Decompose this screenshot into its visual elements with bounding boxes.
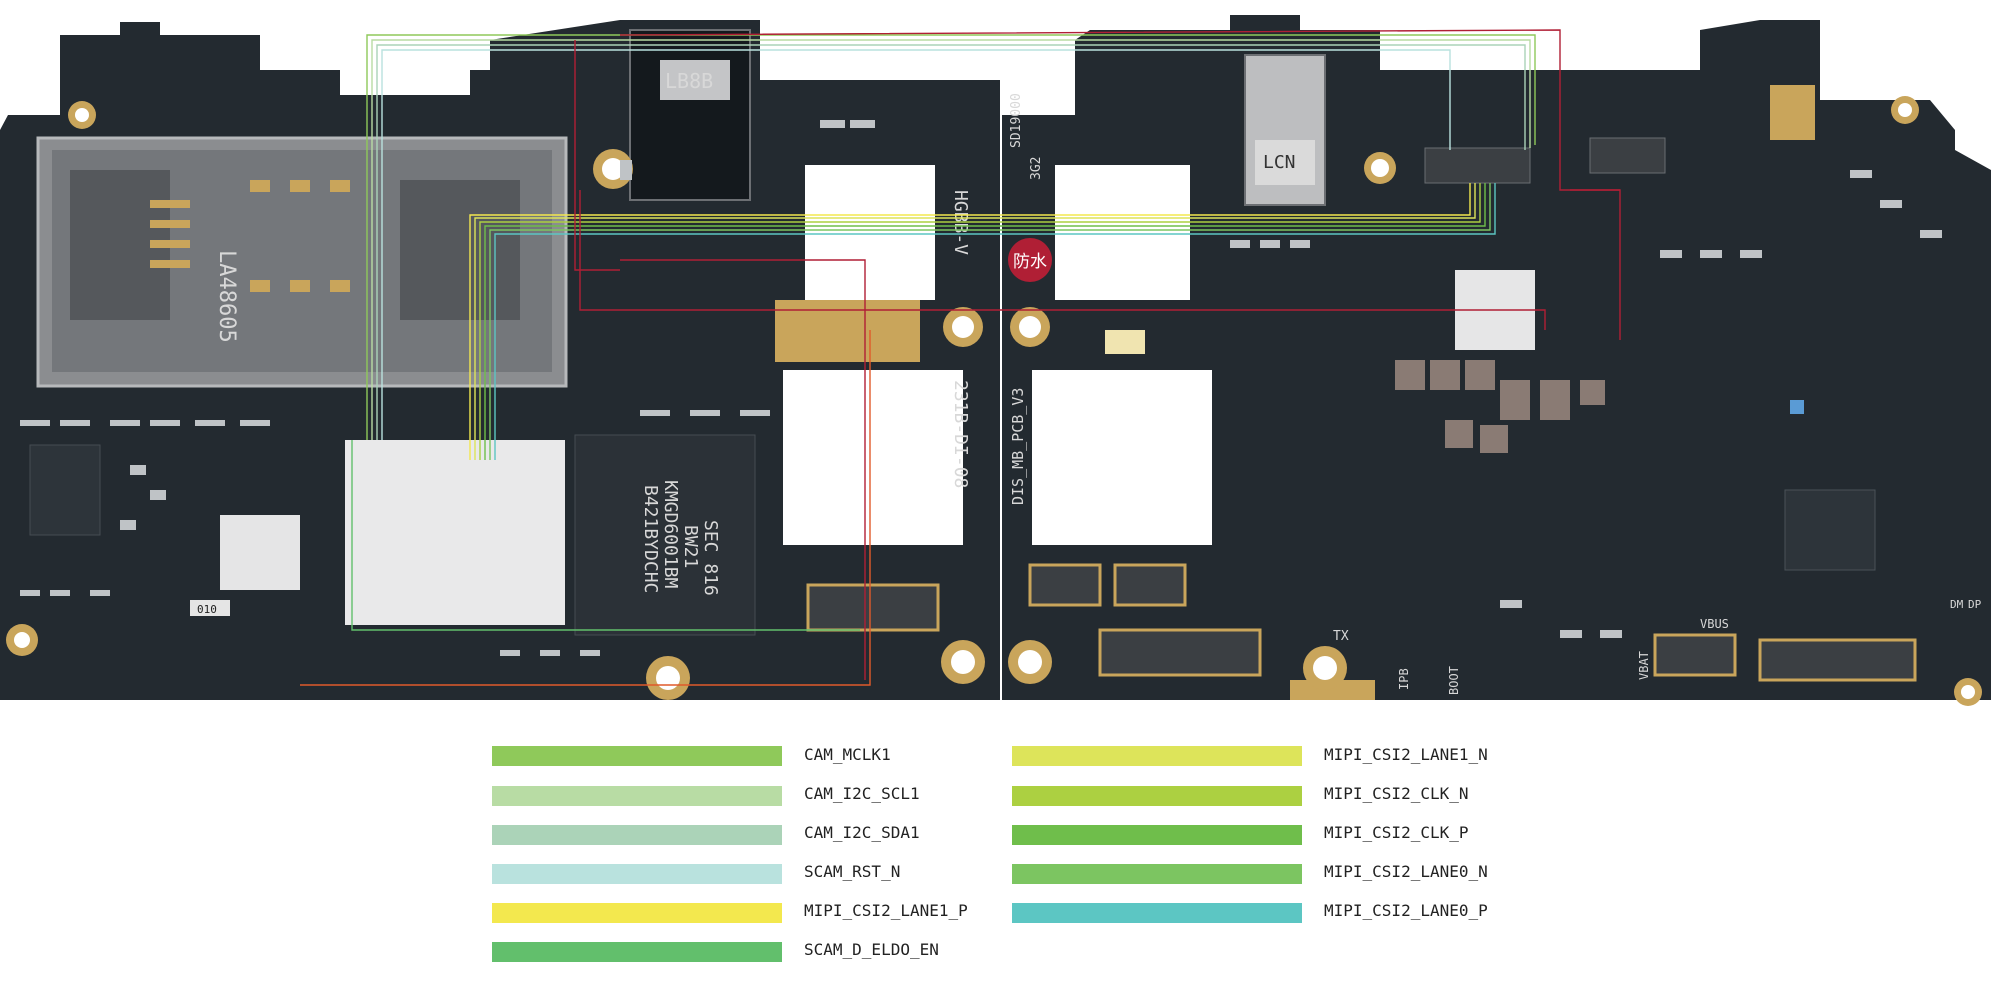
- trace-lane0n: [489, 183, 1491, 460]
- waterproof-badge: [1008, 238, 1052, 282]
- legend-label-mipi-csi2-lane0-p: MIPI_CSI2_LANE0_P: [1324, 901, 1488, 920]
- part-rev: 3G2: [1029, 157, 1044, 180]
- rear-cam-label: LB8B: [665, 69, 713, 93]
- legend-swatch-mipi-csi2-lane1-p: [492, 903, 782, 923]
- trace-lane1n: [474, 183, 1476, 460]
- emmc-text-3: KMGD6001BM: [660, 480, 681, 589]
- ic-left-label: 010: [197, 603, 217, 616]
- legend-swatch-mipi-csi2-lane1-n: [1012, 746, 1302, 766]
- emmc-text-4: B421BYDCHC: [640, 485, 661, 593]
- tp-vbus: VBUS: [1700, 617, 1729, 631]
- emmc-chip: [574, 434, 756, 636]
- legend-label-mipi-csi2-lane0-n: MIPI_CSI2_LANE0_N: [1324, 862, 1488, 881]
- emmc-text-1: SEC 816: [700, 520, 721, 596]
- trace-mclk1: [366, 34, 1536, 440]
- part-id: SD19000: [1009, 93, 1024, 148]
- tp-vbat: VBAT: [1637, 651, 1651, 680]
- legend-label-cam-i2c-scl1: CAM_I2C_SCL1: [804, 784, 920, 803]
- trace-rst: [381, 49, 1451, 440]
- legend-swatch-cam-i2c-sda1: [492, 825, 782, 845]
- sim-label: LA48605: [214, 250, 239, 343]
- waterproof-label: 防水: [1013, 252, 1047, 272]
- legend-swatch-scam-d-eldo-en: [492, 942, 782, 962]
- legend-label-cam-i2c-sda1: CAM_I2C_SDA1: [804, 823, 920, 842]
- legend-label-mipi-csi2-clk-p: MIPI_CSI2_CLK_P: [1324, 823, 1469, 842]
- trace-lane1p: [469, 183, 1471, 460]
- legend-swatch-mipi-csi2-lane0-p: [1012, 903, 1302, 923]
- tp-boot: BOOT: [1447, 666, 1461, 695]
- legend-label-mipi-csi2-lane1-n: MIPI_CSI2_LANE1_N: [1324, 745, 1488, 764]
- legend-swatch-scam-rst-n: [492, 864, 782, 884]
- legend-label-cam-mclk1: CAM_MCLK1: [804, 745, 891, 764]
- pcb-left-label-b: 231B-DI-08: [950, 380, 971, 488]
- left-board: LA48605 LB8B SEC 816 BW21 KMGD6001BM B42…: [0, 20, 1000, 700]
- traces: [300, 29, 1621, 686]
- legend-label-scam-d-eldo-en: SCAM_D_ELDO_EN: [804, 940, 939, 959]
- legend-swatch-cam-mclk1: [492, 746, 782, 766]
- trace-lane0p: [494, 183, 1496, 460]
- pcb-right-label: DIS_MB_PCB_V3: [1009, 388, 1027, 505]
- emmc-text-2: BW21: [680, 525, 701, 568]
- right-board: LCN 防水 SD19000 3G2 DIS_MB_PCB_V3: [1002, 15, 1991, 706]
- legend-swatch-mipi-csi2-lane0-n: [1012, 864, 1302, 884]
- legend-swatch-cam-i2c-scl1: [492, 786, 782, 806]
- tp-dm: DM: [1950, 598, 1964, 611]
- tp-dp: DP: [1968, 598, 1982, 611]
- legend-swatch-mipi-csi2-clk-n: [1012, 786, 1302, 806]
- tp-tx: TX: [1333, 629, 1349, 644]
- tp-ipb: IPB: [1397, 668, 1411, 690]
- legend-label-scam-rst-n: SCAM_RST_N: [804, 862, 901, 881]
- trace-eldo: [351, 440, 860, 631]
- trace-sda1: [376, 44, 1526, 440]
- trace-clkp: [484, 183, 1486, 460]
- trace-scl1: [371, 39, 1531, 440]
- legend-swatch-mipi-csi2-clk-p: [1012, 825, 1302, 845]
- front-cam-label: LCN: [1263, 152, 1296, 173]
- legend-label-mipi-csi2-lane1-p: MIPI_CSI2_LANE1_P: [804, 901, 968, 920]
- soc-bga: [345, 440, 565, 625]
- legend-label-mipi-csi2-clk-n: MIPI_CSI2_CLK_N: [1324, 784, 1469, 803]
- trace-clkn: [479, 183, 1481, 460]
